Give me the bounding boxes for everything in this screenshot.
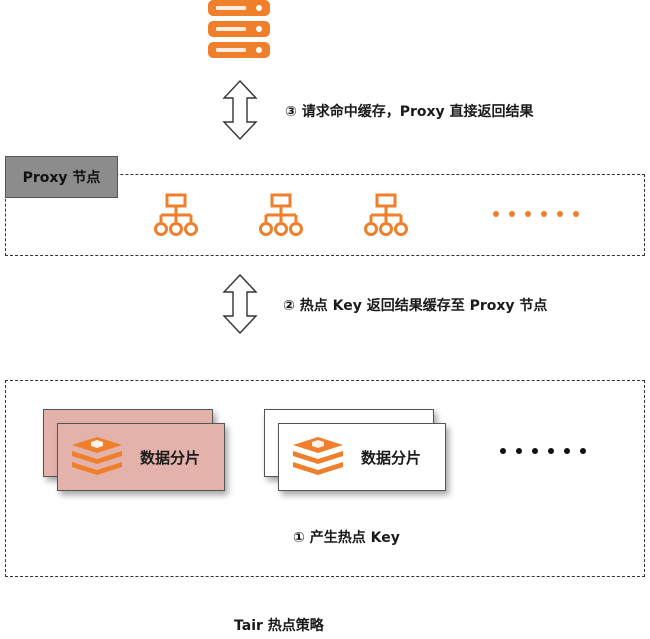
database-stack-icon xyxy=(72,437,122,475)
step2-label: ② 热点 Key 返回结果缓存至 Proxy 节点 xyxy=(283,298,548,314)
hot-data-shard: 数据分片 xyxy=(57,423,225,491)
server-icon xyxy=(208,0,270,58)
bidirectional-arrow-icon xyxy=(222,274,258,334)
database-stack-icon xyxy=(293,437,343,475)
data-shard-layer xyxy=(5,380,645,577)
proxy-node-icon xyxy=(259,193,303,236)
data-shard: 数据分片 xyxy=(278,423,446,491)
shard-label: 数据分片 xyxy=(140,448,201,467)
proxy-node-icon xyxy=(364,193,408,236)
proxy-layer xyxy=(5,174,645,256)
diagram-caption: Tair 热点策略 xyxy=(234,618,324,634)
proxy-label-text: Proxy 节点 xyxy=(22,170,101,186)
step3-label: ③ 请求命中缓存，Proxy 直接返回结果 xyxy=(285,104,534,120)
bidirectional-arrow-icon xyxy=(222,80,258,140)
more-proxy-nodes-ellipsis xyxy=(493,211,579,217)
shard-label: 数据分片 xyxy=(361,448,422,467)
step1-label: ① 产生热点 Key xyxy=(293,530,400,546)
proxy-layer-label: Proxy 节点 xyxy=(5,156,118,198)
proxy-node-icon xyxy=(154,193,198,236)
more-shards-ellipsis xyxy=(500,448,586,454)
